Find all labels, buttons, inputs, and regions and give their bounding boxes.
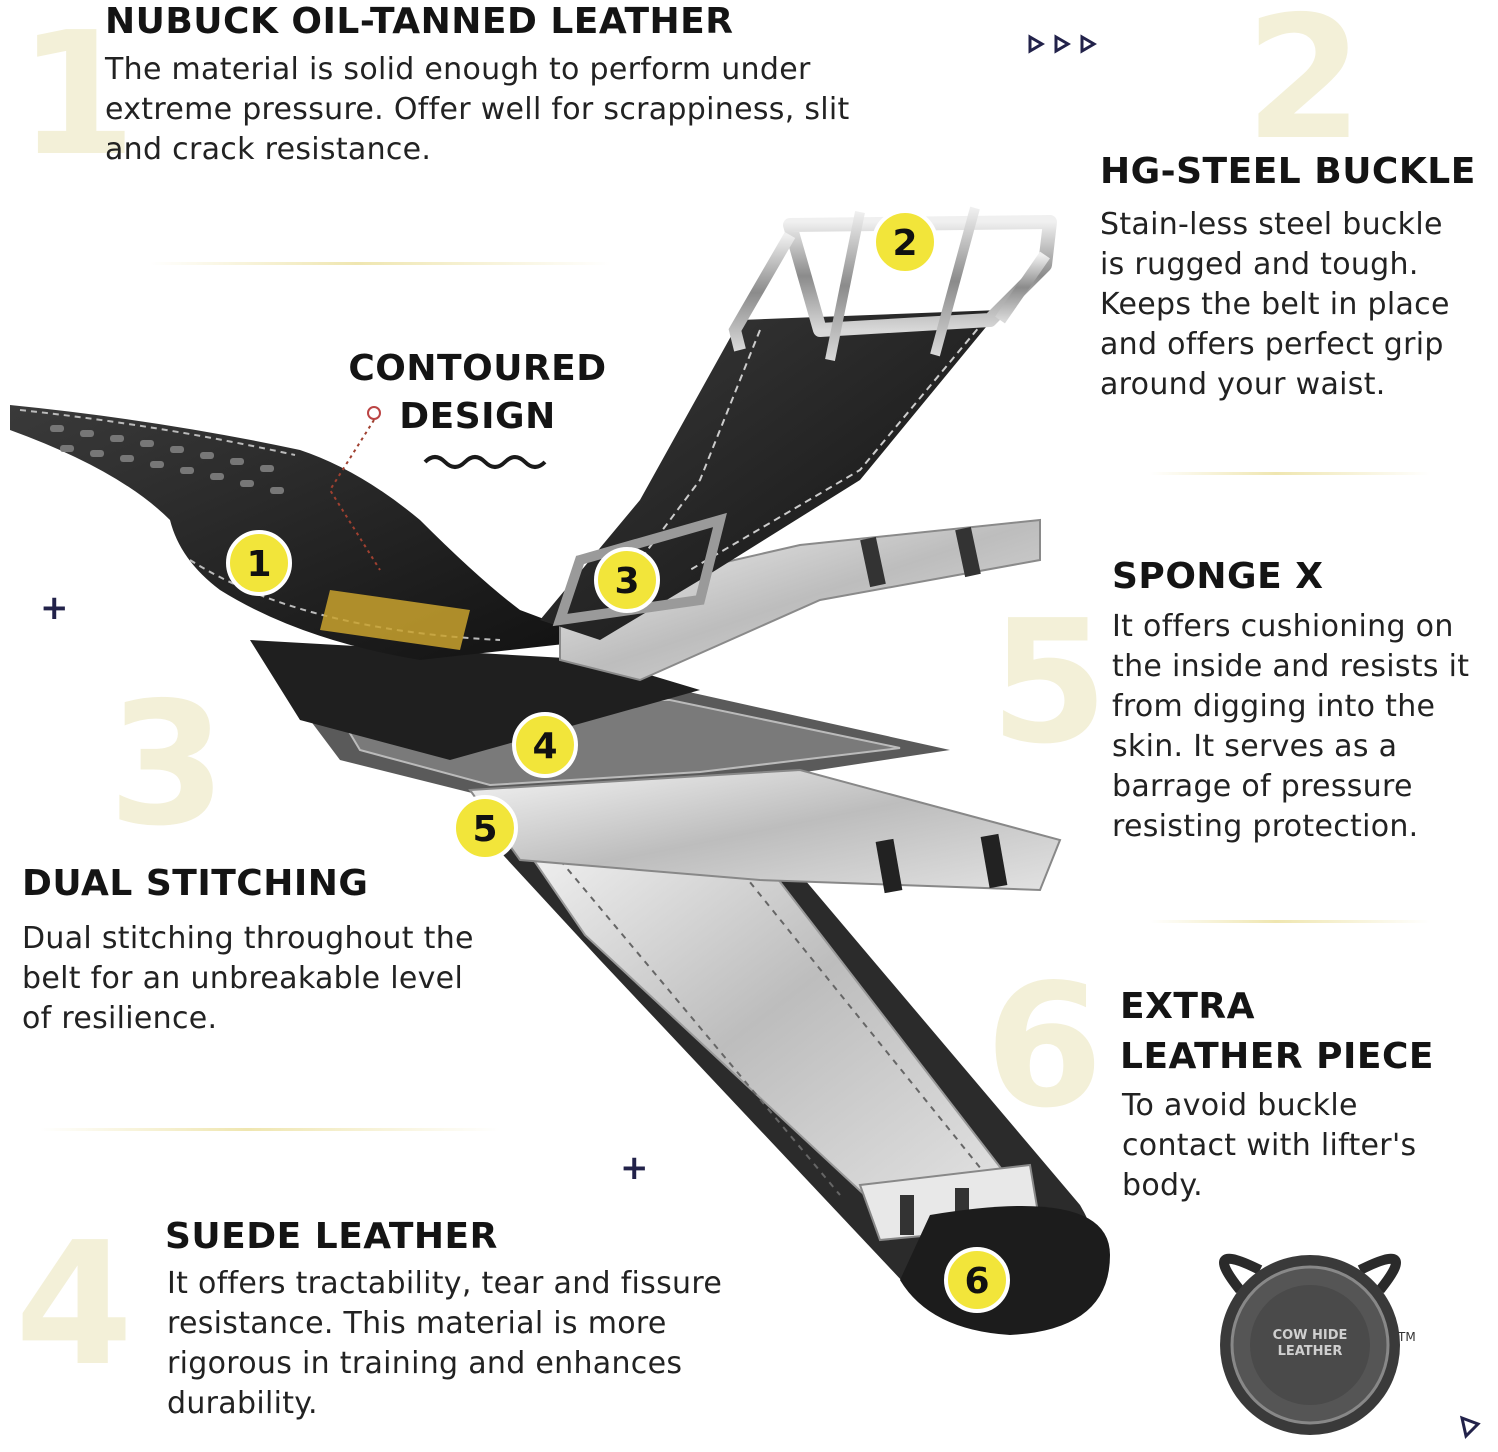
section-4-body: It offers tractability, tear and fissure… — [167, 1266, 723, 1421]
marker-2: 2 — [872, 209, 938, 275]
section-1-title: NUBUCK OIL-TANNED LEATHER — [105, 1, 734, 42]
bignum-4: 4 — [15, 1206, 134, 1404]
marker-1: 1 — [226, 530, 292, 596]
plus-icon: + — [40, 588, 69, 628]
section-6-title: EXTRA LEATHER PIECE — [1120, 986, 1435, 1077]
svg-text:2: 2 — [892, 223, 917, 264]
marker-6: 6 — [944, 1247, 1010, 1313]
divider — [150, 262, 610, 265]
svg-text:6: 6 — [964, 1261, 989, 1302]
marker-3: 3 — [594, 547, 660, 613]
triangle-arrows-icon — [1028, 34, 1097, 54]
logo-text: COW HIDE LEATHER — [1272, 1328, 1348, 1359]
triangle-corner-icon — [1459, 1415, 1481, 1439]
contoured-design-title: CONTOURED DESIGN — [348, 348, 607, 437]
marker-4: 4 — [512, 712, 578, 778]
section-6-body: To avoid buckle contact with lifter's bo… — [1122, 1088, 1417, 1203]
nubuck-strap — [10, 405, 600, 660]
bignum-1: 1 — [18, 0, 137, 194]
svg-text:4: 4 — [532, 726, 557, 767]
section-3-title: DUAL STITCHING — [22, 863, 369, 904]
svg-text:3: 3 — [614, 561, 639, 602]
cow-hide-logo — [1219, 1253, 1401, 1435]
section-5-body: It offers cushioning on the inside and r… — [1112, 609, 1470, 844]
bignum-6: 6 — [985, 948, 1104, 1146]
section-1-body: The material is solid enough to perform … — [105, 52, 850, 167]
divider — [1150, 920, 1430, 923]
plus-icon: + — [620, 1148, 649, 1188]
logo-tm: TM — [1398, 1330, 1416, 1344]
section-2-body: Stain-less steel buckle is rugged and to… — [1100, 207, 1450, 402]
section-2-title: HG-STEEL BUCKLE — [1100, 151, 1476, 192]
section-3-body: Dual stitching throughout the belt for a… — [22, 921, 474, 1036]
wave-decoration — [423, 455, 547, 469]
marker-5: 5 — [452, 795, 518, 861]
bignum-2: 2 — [1245, 0, 1364, 178]
svg-text:5: 5 — [472, 809, 497, 850]
bignum-5: 5 — [990, 584, 1109, 782]
svg-text:1: 1 — [246, 544, 271, 585]
bignum-3: 3 — [108, 666, 227, 864]
divider — [1150, 472, 1430, 475]
section-4-title: SUEDE LEATHER — [165, 1216, 498, 1257]
divider — [40, 1128, 500, 1131]
buckle-strap — [540, 310, 1000, 640]
section-5-title: SPONGE X — [1112, 556, 1324, 597]
